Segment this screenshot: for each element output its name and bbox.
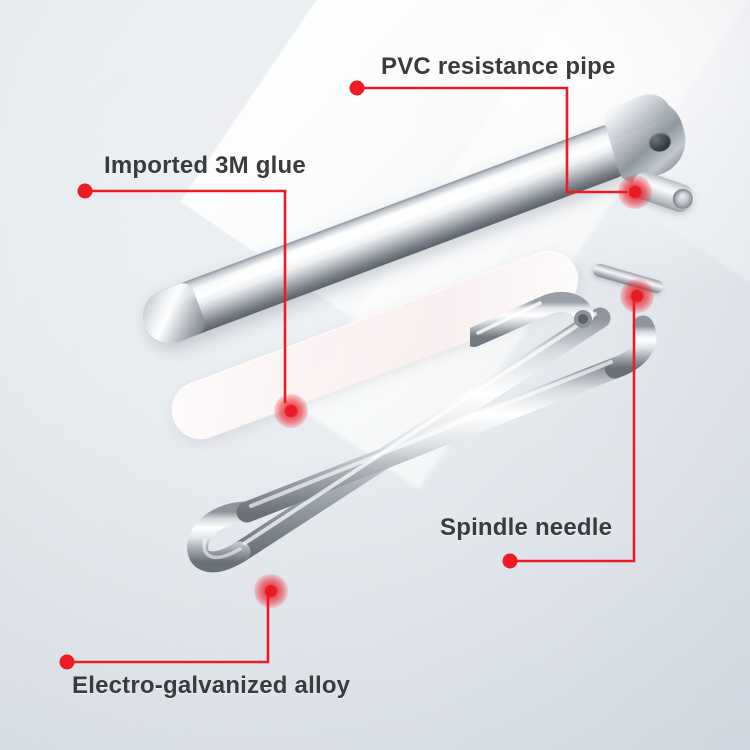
callout-label-pvc-resistance-pipe: PVC resistance pipe xyxy=(381,53,616,80)
glow-core xyxy=(631,290,643,302)
callout-origin-dot-alloy xyxy=(59,654,75,670)
callout-origin-dot-pvc xyxy=(349,80,365,96)
callout-label-imported-3m-glue: Imported 3M glue xyxy=(104,152,306,179)
glow-core xyxy=(285,405,297,417)
callout-label-electro-galvanized-alloy: Electro-galvanized alloy xyxy=(72,672,351,699)
callout-label-spindle-needle: Spindle needle xyxy=(440,514,613,541)
callout-target-dot-pvc xyxy=(618,175,652,209)
callout-target-dot-spindle xyxy=(620,279,654,313)
callout-origin-dot-glue xyxy=(77,183,93,199)
callout-target-dot-alloy xyxy=(254,574,288,608)
callout-target-dot-glue xyxy=(274,394,308,428)
glow-core xyxy=(265,585,277,597)
glow-core xyxy=(629,186,641,198)
